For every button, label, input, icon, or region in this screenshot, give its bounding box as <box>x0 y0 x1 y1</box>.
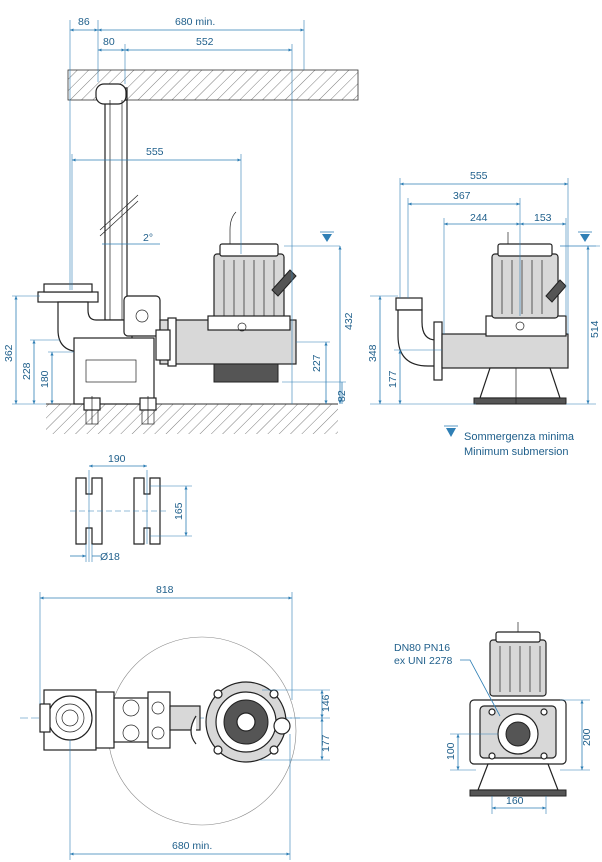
base-foot <box>73 337 155 405</box>
dim-362: 362 <box>3 344 15 362</box>
dim-228: 228 <box>21 362 33 380</box>
dim-555-side: 555 <box>146 146 164 158</box>
submersion-icon <box>446 428 456 437</box>
front-outlet-flange <box>395 297 423 311</box>
front-view: 555 367 244 153 514 348 177 <box>367 170 601 405</box>
flange-view-dimensions: 200 100 160 <box>445 699 593 814</box>
front-view-dimensions: 555 367 244 153 514 348 177 <box>367 170 601 405</box>
dim-680-top: 680 min. <box>175 16 215 28</box>
legend-line2: Minimum submersion <box>464 446 569 458</box>
dim-514: 514 <box>589 320 601 338</box>
dim-angle: 2° <box>143 232 153 244</box>
dim-190: 190 <box>108 453 126 465</box>
guide-pipe <box>104 99 128 321</box>
base-detail: 190 165 Ø18 <box>70 453 192 563</box>
dim-818: 818 <box>156 584 174 596</box>
dim-432: 432 <box>343 312 355 330</box>
dim-160: 160 <box>506 795 524 807</box>
dim-348: 348 <box>367 344 379 362</box>
flange-view: DN80 PN16 ex UNI 2278 200 100 160 <box>394 622 593 814</box>
pump-motor <box>213 253 285 321</box>
dim-165: 165 <box>173 502 185 520</box>
dim-82: 82 <box>336 390 348 402</box>
flange-note-line1: DN80 PN16 <box>394 642 450 654</box>
side-view: 86 680 min. 80 552 555 2° 432 <box>3 16 359 434</box>
discharge-flange <box>37 291 99 303</box>
dim-367: 367 <box>453 190 471 202</box>
dim-227: 227 <box>311 354 323 372</box>
plan-view-dimensions: 818 146 177 680 min. <box>39 584 332 860</box>
dim-18: Ø18 <box>100 551 120 563</box>
legend: Sommergenza minima Minimum submersion <box>444 425 575 458</box>
dim-180: 180 <box>39 370 51 388</box>
coupling-bracket <box>123 295 161 337</box>
dim-200: 200 <box>581 728 593 746</box>
flange-note-line2: ex UNI 2278 <box>394 655 453 667</box>
dim-100: 100 <box>445 742 457 760</box>
dim-86: 86 <box>78 16 90 28</box>
dim-177-front: 177 <box>387 370 399 388</box>
dim-244: 244 <box>470 212 488 224</box>
dim-555-front: 555 <box>470 170 488 182</box>
plan-view: 818 146 177 680 min. <box>20 584 332 860</box>
dim-80: 80 <box>103 36 115 48</box>
dim-552: 552 <box>196 36 214 48</box>
side-view-dimensions: 86 680 min. 80 552 555 2° 432 <box>3 16 355 405</box>
dim-680-bottom: 680 min. <box>172 840 212 852</box>
dim-146: 146 <box>320 694 332 712</box>
dim-177-plan: 177 <box>320 734 332 752</box>
dim-153: 153 <box>534 212 552 224</box>
front-pump-volute <box>441 333 569 369</box>
legend-line1: Sommergenza minima <box>464 431 575 443</box>
impeller-base <box>213 363 279 383</box>
